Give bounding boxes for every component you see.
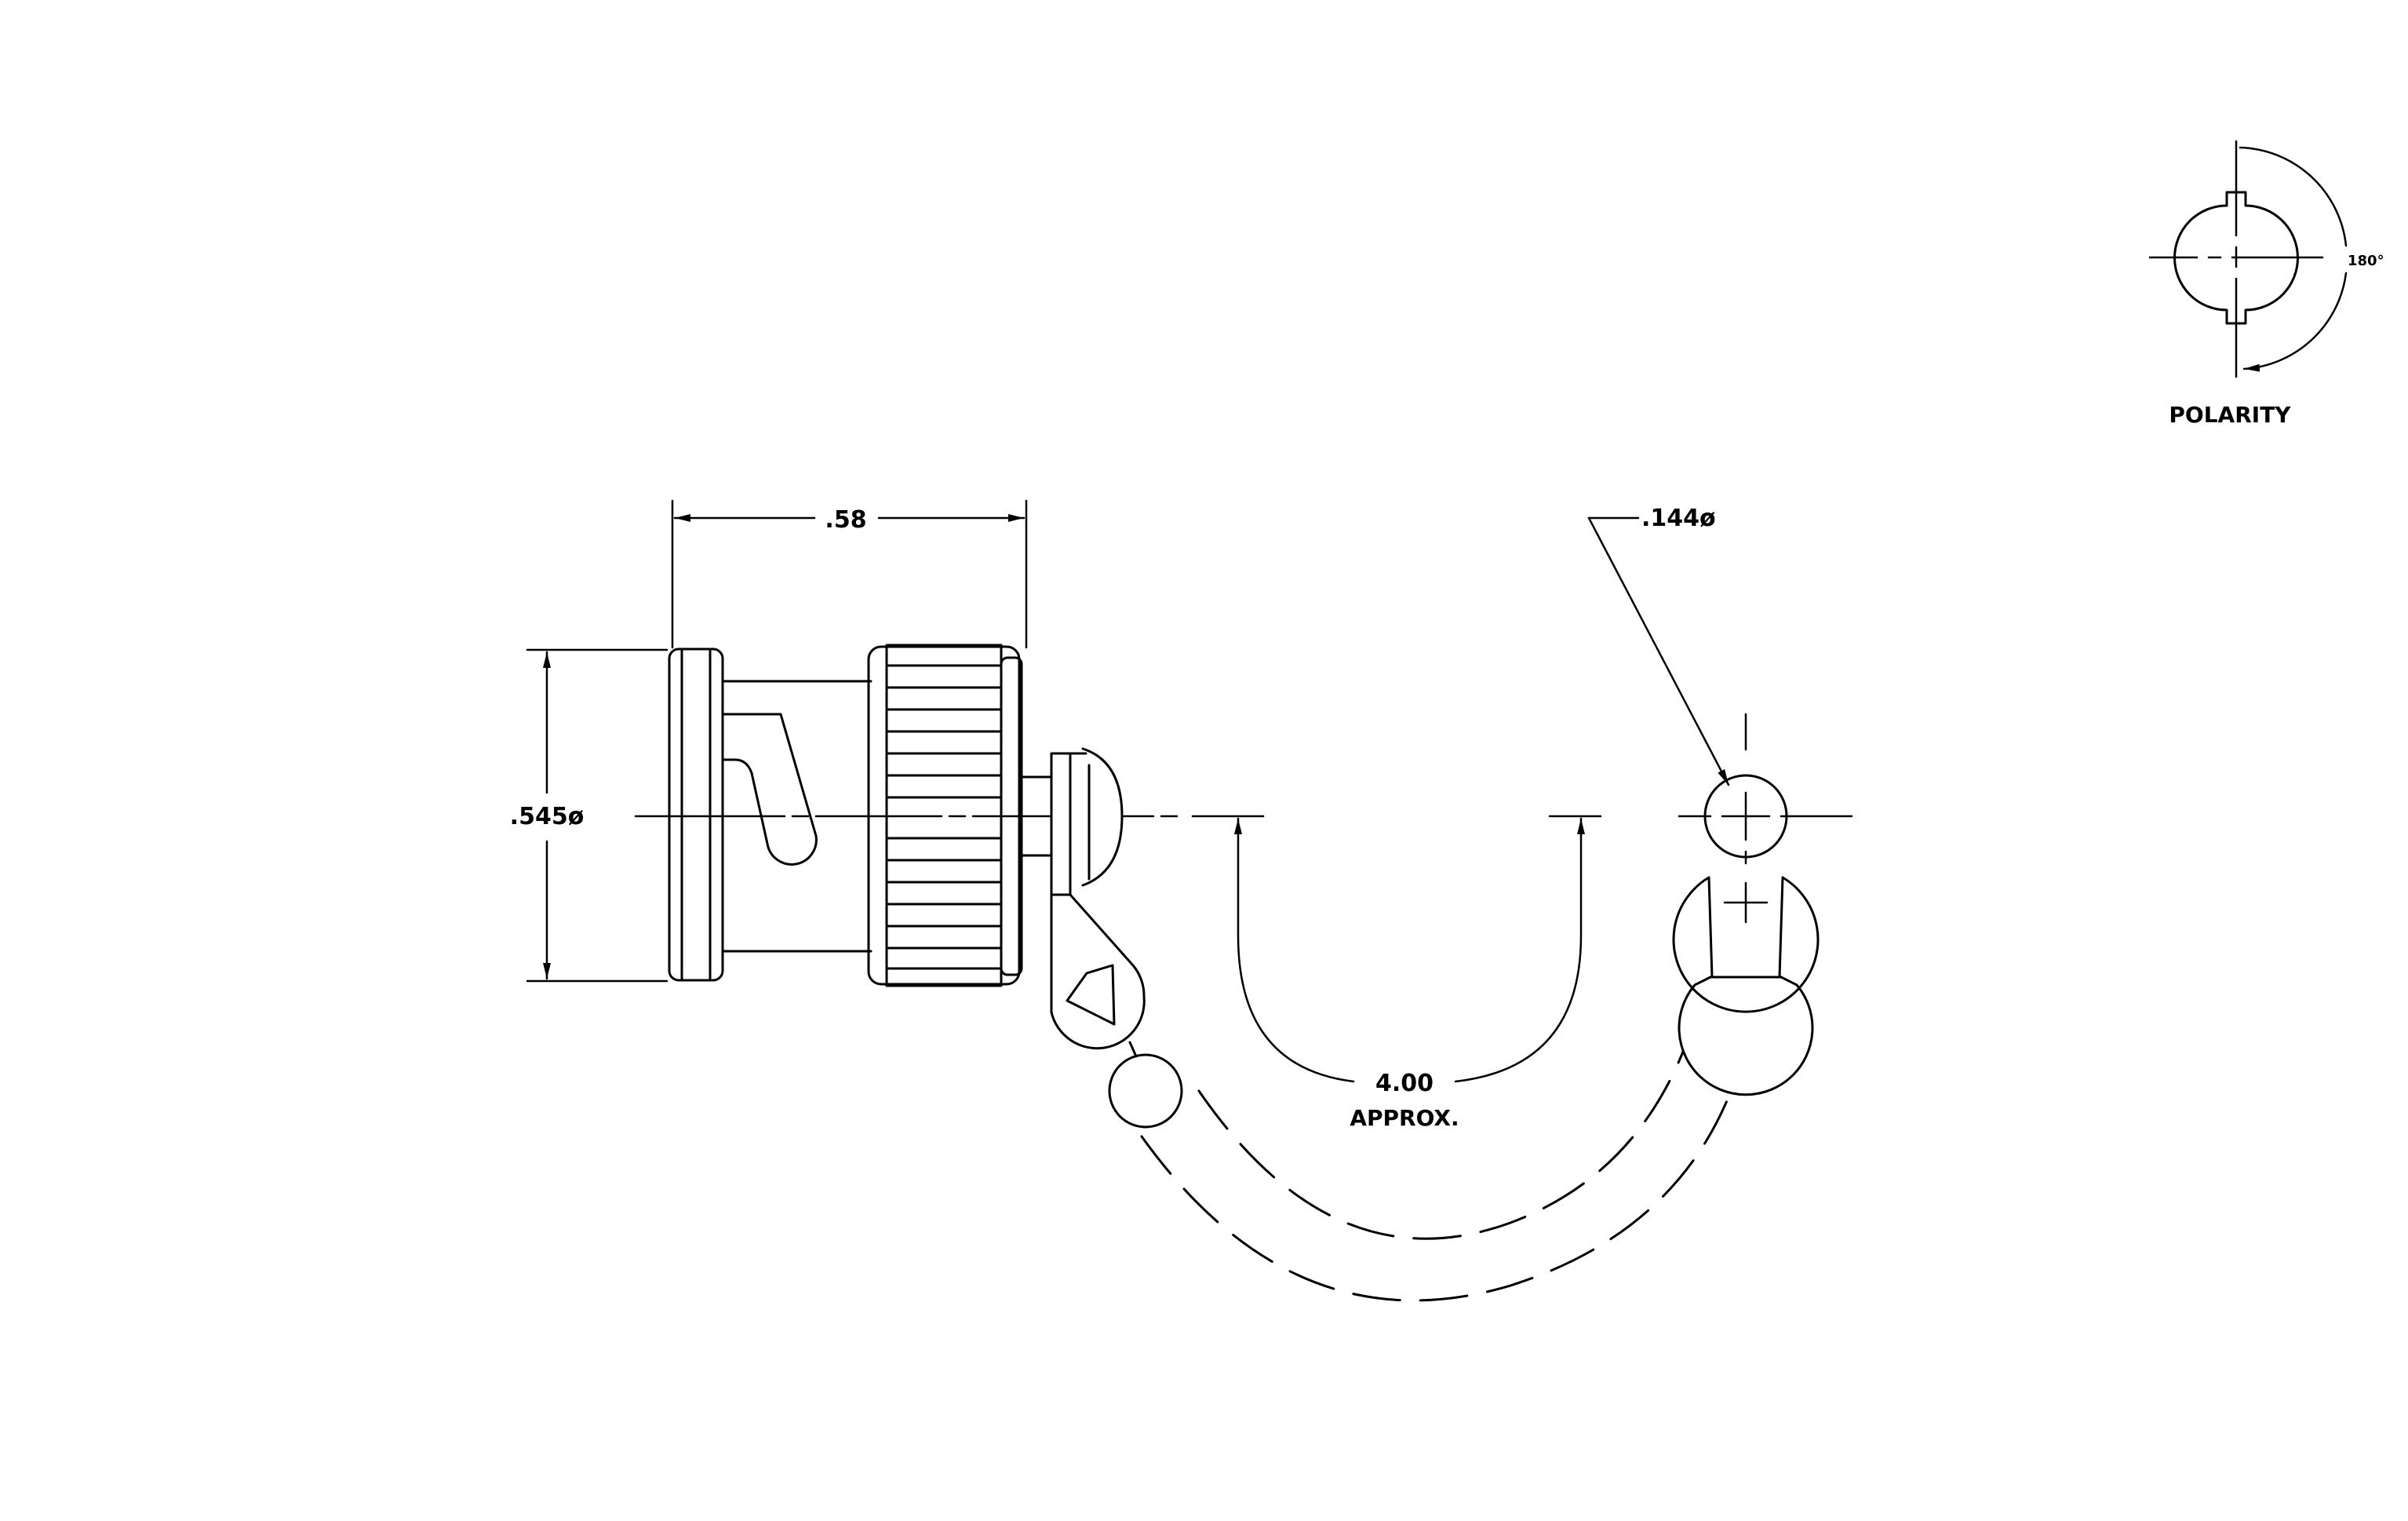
polarity-angle-label: 180° — [2348, 253, 2384, 269]
hole-diameter-label: .144ø — [1641, 505, 1716, 532]
length-dimension-label: .58 — [825, 506, 866, 534]
dimension-outer-diameter — [526, 648, 668, 983]
cap-retainer — [1050, 747, 1183, 1129]
rear-stub — [1020, 775, 1053, 857]
chain-approx-label: APPROX. — [1350, 1105, 1459, 1131]
dimension-chain-length — [1234, 817, 1585, 1083]
connector-body — [668, 647, 872, 982]
chain-phantom-lines — [1140, 1050, 1736, 1302]
centerlines — [634, 713, 1853, 924]
leader-hole-diameter — [1587, 516, 1730, 786]
polarity-view — [2148, 140, 2348, 378]
dimension-length — [671, 499, 1028, 649]
polarity-label: POLARITY — [2169, 402, 2291, 428]
outer-diameter-label: .545ø — [510, 803, 585, 830]
chain-length-label: 4.00 — [1375, 1070, 1434, 1097]
